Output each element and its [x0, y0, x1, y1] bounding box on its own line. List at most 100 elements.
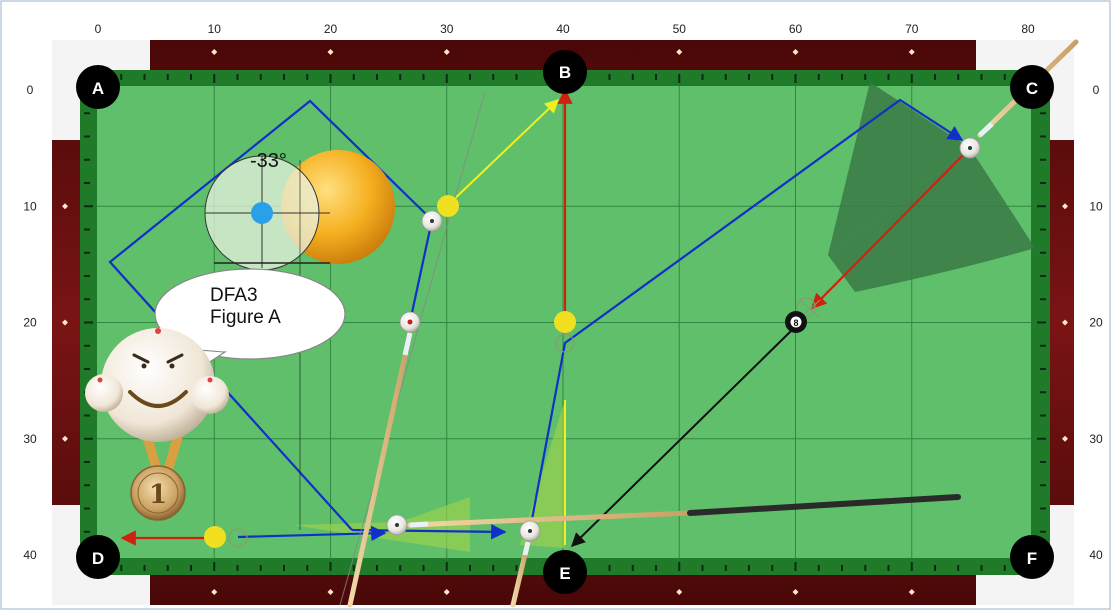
rail-tick — [1040, 252, 1046, 254]
x-tick-label: 60 — [789, 22, 803, 36]
y-tick-label-right: 10 — [1089, 199, 1103, 213]
rail-tick — [84, 508, 90, 510]
medal-number: 1 — [149, 480, 167, 510]
y-tick-label-right: 20 — [1089, 316, 1103, 330]
x-tick-label: 50 — [673, 22, 687, 36]
rail-tick — [632, 74, 634, 80]
rail-tick — [353, 74, 355, 80]
y-tick-label-left: 30 — [23, 432, 37, 446]
rail-tick — [1004, 74, 1006, 80]
cue-ball-4 — [387, 515, 407, 535]
rail-tick — [120, 565, 122, 571]
cue-ball-2 — [400, 312, 420, 332]
x-tick-label: 10 — [208, 22, 222, 36]
rail-tick — [399, 74, 401, 80]
x-tick-label: 70 — [905, 22, 919, 36]
rail-tick — [771, 565, 773, 571]
rail-tick — [84, 531, 90, 533]
rail-tick — [609, 74, 611, 80]
pocket-c-label: C — [1026, 79, 1038, 98]
target-ball-1 — [437, 195, 459, 217]
rail-tick — [1037, 205, 1046, 207]
y-tick-label-right: 40 — [1089, 548, 1103, 562]
pocket-e: E — [543, 550, 587, 594]
rail-tick — [84, 298, 90, 300]
rail-tick — [237, 74, 239, 80]
rail-tick — [260, 565, 262, 571]
target-ball-3 — [204, 526, 226, 548]
rail-tick — [981, 74, 983, 80]
rail-tick — [934, 565, 936, 571]
rail-tick — [702, 565, 704, 571]
rail-tick — [1004, 565, 1006, 571]
rail-tick — [84, 229, 90, 231]
pocket-b-label: B — [559, 63, 571, 82]
rail-tick — [446, 562, 448, 571]
rail-tick — [84, 438, 93, 440]
y-tick-label-left: 10 — [23, 199, 37, 213]
rail-tick — [167, 565, 169, 571]
rail-tick — [957, 565, 959, 571]
speech-bubble-line-1: DFA3 — [210, 285, 281, 307]
rail-tick — [981, 565, 983, 571]
pocket-f-label: F — [1027, 549, 1037, 568]
rail-tick — [260, 74, 262, 80]
pocket-c: C — [1010, 65, 1054, 109]
x-tick-label: 0 — [95, 22, 102, 36]
rail-tick — [1040, 275, 1046, 277]
rail-tick — [888, 74, 890, 80]
rail-tick — [934, 74, 936, 80]
cue-ball-1 — [422, 211, 442, 231]
rail-tick — [678, 562, 680, 571]
rail-tick — [818, 565, 820, 571]
rail-tick — [190, 74, 192, 80]
rail-tick — [655, 74, 657, 80]
rail-tick — [376, 565, 378, 571]
rail-tick — [144, 565, 146, 571]
pocket-b: B — [543, 50, 587, 94]
pocket-a: A — [76, 65, 120, 109]
y-tick-label-left: 20 — [23, 316, 37, 330]
rail-tick — [469, 565, 471, 571]
eight-ball: 8 — [785, 311, 807, 333]
eight-ball-label: 8 — [793, 318, 798, 328]
rail-tick — [84, 252, 90, 254]
rail-tick — [283, 74, 285, 80]
rail-tick — [632, 565, 634, 571]
contact-point-marker — [251, 202, 273, 224]
rail-tick — [702, 74, 704, 80]
rail-tick — [84, 484, 90, 486]
rail-tick — [353, 565, 355, 571]
rail-tick — [213, 74, 215, 83]
rail-tick — [84, 275, 90, 277]
rail-tick — [1040, 531, 1046, 533]
rail-tick — [1040, 182, 1046, 184]
rail-tick — [1040, 298, 1046, 300]
y-tick-label-left: 0 — [27, 83, 34, 97]
rail-tick — [957, 74, 959, 80]
rail-tick — [725, 565, 727, 571]
rail-tick — [911, 562, 913, 571]
cue-ball-3 — [960, 138, 980, 158]
y-tick-label-left: 40 — [23, 548, 37, 562]
rail-tick — [492, 74, 494, 80]
rail-tick — [213, 562, 215, 571]
rail-tick — [446, 74, 448, 83]
rail-tick — [1040, 136, 1046, 138]
target-ball-2 — [554, 311, 576, 333]
rail-tick — [864, 74, 866, 80]
rail-tick — [609, 565, 611, 571]
y-tick-label-right: 0 — [1093, 83, 1100, 97]
rail-tick — [1037, 438, 1046, 440]
rail-tick — [725, 74, 727, 80]
rail-tick — [283, 565, 285, 571]
rail-tick — [84, 368, 90, 370]
rail-tick — [144, 74, 146, 80]
rail-tick — [1040, 159, 1046, 161]
x-tick-label: 40 — [556, 22, 570, 36]
rail-tick — [84, 415, 90, 417]
rail-tick — [190, 565, 192, 571]
pocket-e-label: E — [559, 564, 570, 583]
rail-tick — [1040, 345, 1046, 347]
rail-tick — [84, 322, 93, 324]
